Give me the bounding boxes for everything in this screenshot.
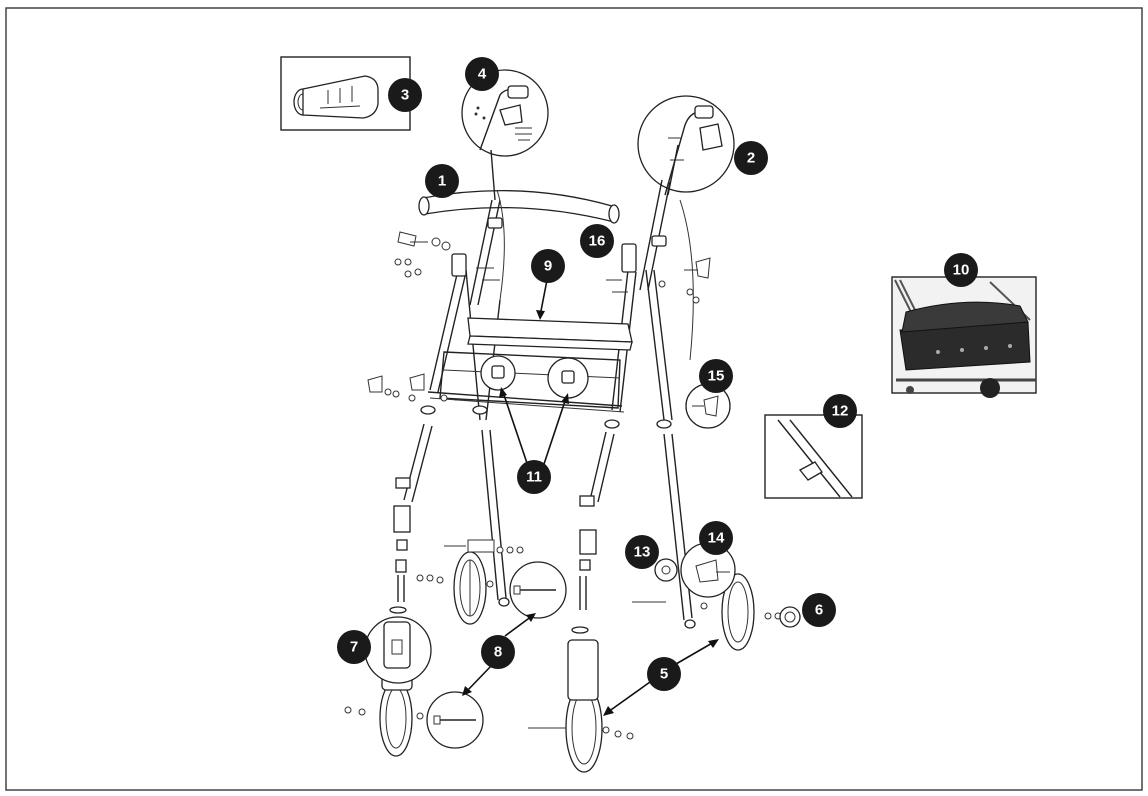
badge-13: 13 (625, 535, 659, 569)
inset-right-brake (637, 95, 735, 196)
badge-7-label: 7 (350, 639, 358, 656)
badge-10-label: 10 (953, 262, 970, 279)
badge-4: 4 (465, 57, 499, 91)
leader-arrows (462, 279, 719, 716)
badge-9: 9 (531, 249, 565, 283)
badge-5-label: 5 (660, 666, 668, 683)
inset-folding-latch (764, 414, 863, 499)
badge-5: 5 (647, 657, 681, 691)
badge-12: 12 (823, 394, 857, 428)
badge-14: 14 (699, 521, 733, 555)
badge-3-label: 3 (401, 87, 409, 104)
badge-11-label: 11 (526, 469, 542, 486)
badge-10: 10 (944, 253, 978, 287)
badge-6-label: 6 (815, 602, 823, 619)
badge-4-label: 4 (478, 66, 487, 83)
badge-1: 1 (425, 164, 459, 198)
detail-circles (364, 355, 801, 749)
badge-8-label: 8 (494, 644, 502, 661)
badge-6: 6 (802, 593, 836, 627)
walker-frame (367, 144, 711, 429)
figure-border (5, 7, 1143, 791)
inset-left-brake (461, 69, 549, 157)
badge-7: 7 (337, 630, 371, 664)
badge-3: 3 (388, 78, 422, 112)
badge-16-label: 16 (589, 233, 606, 250)
badge-13-label: 13 (634, 544, 651, 561)
inset-seat-photo (891, 276, 1037, 398)
lower-legs-and-wheels (344, 423, 782, 773)
backrest-pad (422, 190, 615, 223)
badge-2: 2 (734, 141, 768, 175)
badge-15: 15 (699, 359, 733, 393)
badge-2-label: 2 (747, 150, 755, 167)
badge-15-label: 15 (708, 368, 725, 385)
badge-14-label: 14 (708, 530, 725, 547)
badge-1-label: 1 (438, 173, 446, 190)
number-badges: 1 2 3 4 5 6 7 8 9 10 11 12 13 14 15 16 (337, 57, 978, 691)
badge-8: 8 (481, 635, 515, 669)
badge-9-label: 9 (544, 258, 552, 275)
badge-12-label: 12 (832, 403, 849, 420)
badge-11: 11 (517, 460, 551, 494)
badge-16: 16 (580, 224, 614, 258)
